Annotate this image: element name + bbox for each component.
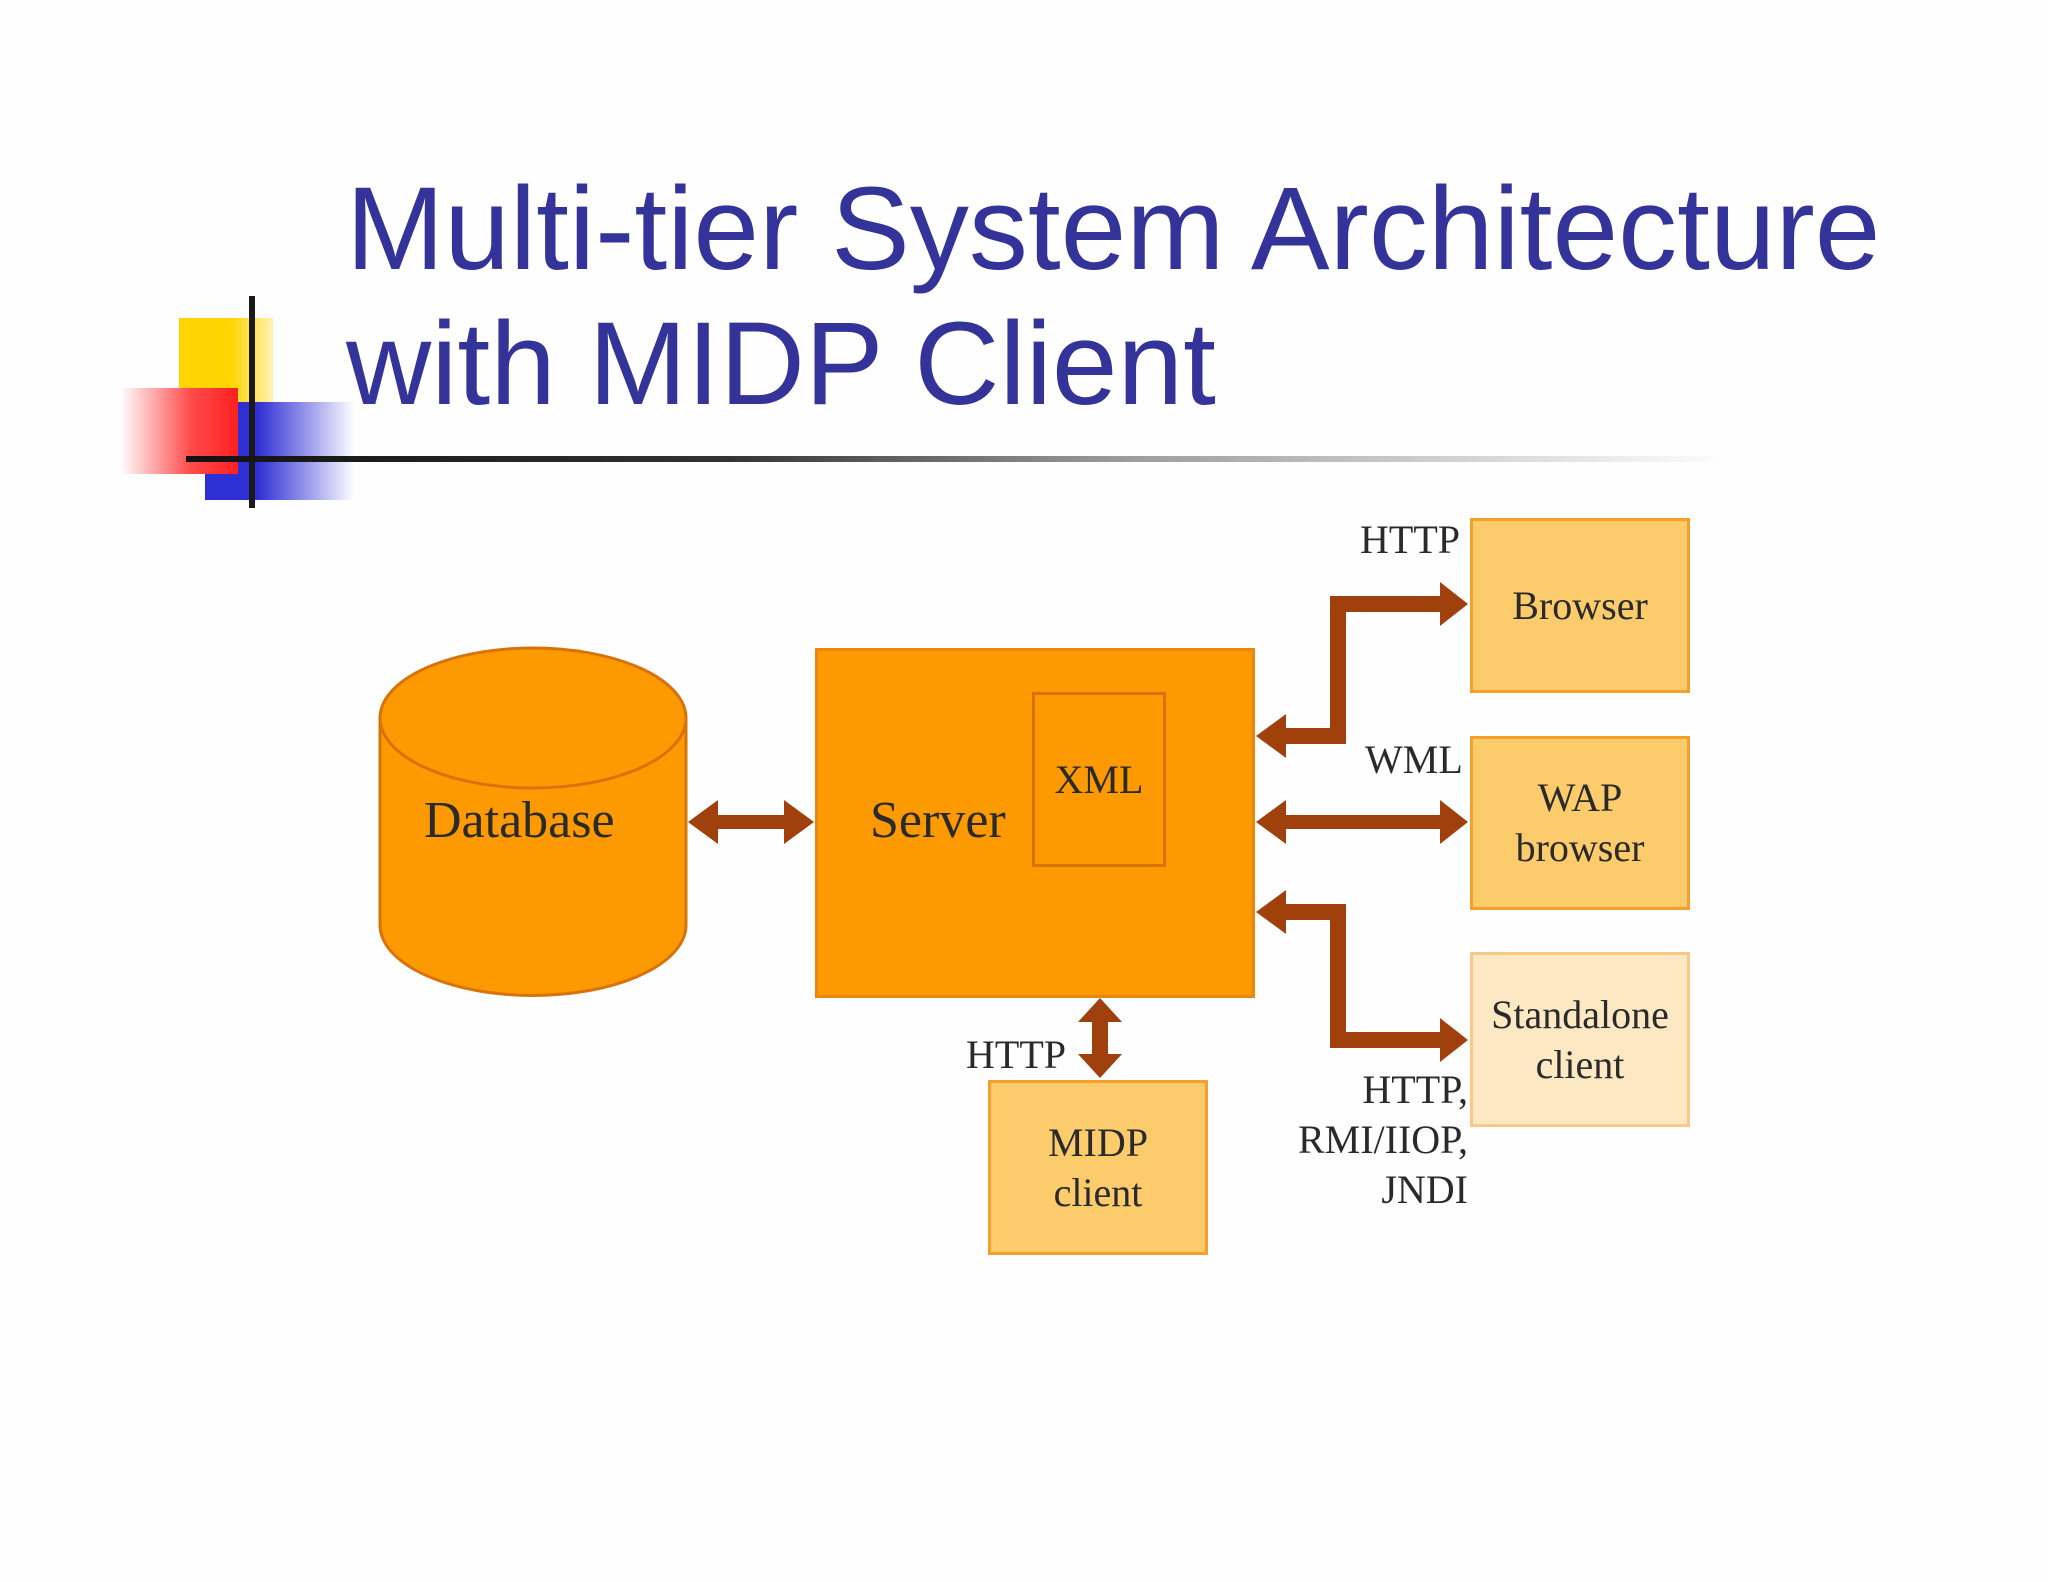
protocol-standalone-line-2: RMI/IIOP, — [1297, 1117, 1468, 1162]
server-browser-arrow — [1256, 582, 1468, 758]
xml-label: XML — [1054, 757, 1144, 802]
database-cylinder — [378, 646, 688, 997]
server-wap-arrow — [1256, 800, 1468, 844]
protocol-label-midp: HTTP — [966, 1032, 1066, 1077]
protocol-label-wap: WML — [1365, 737, 1463, 782]
protocol-standalone-line-3: JNDI — [1381, 1167, 1468, 1212]
server-standalone-arrow — [1256, 890, 1468, 1062]
browser-label: Browser — [1512, 582, 1648, 628]
protocol-label-browser: HTTP — [1360, 517, 1460, 562]
wap-label-line-2: browser — [1515, 825, 1645, 870]
standalone-client-box: Standalone client — [1470, 952, 1690, 1127]
midp-client-box: MIDP client — [988, 1080, 1208, 1255]
midp-label-line-2: client — [1053, 1169, 1143, 1215]
protocol-label-standalone: HTTP, RMI/IIOP, JNDI — [1298, 1065, 1468, 1215]
title-underline — [186, 456, 1726, 462]
xml-box: XML — [1032, 692, 1166, 867]
wap-browser-box: WAP browser — [1470, 736, 1690, 910]
standalone-label-line-1: Standalone — [1491, 991, 1669, 1037]
deco-vertical-line — [249, 296, 255, 508]
server-label: Server — [870, 792, 1006, 849]
slide-title-line-2: with MIDP Client — [346, 298, 1216, 430]
protocol-standalone-line-1: HTTP, — [1362, 1067, 1468, 1112]
slide-title-line-1: Multi-tier System Architecture — [346, 163, 1881, 295]
database-label: Database — [424, 792, 615, 849]
midp-label-line-1: MIDP — [1047, 1119, 1149, 1165]
server-midp-arrow — [1078, 998, 1122, 1078]
db-server-arrow — [688, 800, 814, 844]
browser-box: Browser — [1470, 518, 1690, 693]
wap-label-line-1: WAP — [1537, 775, 1623, 820]
standalone-label-line-2: client — [1535, 1041, 1625, 1087]
